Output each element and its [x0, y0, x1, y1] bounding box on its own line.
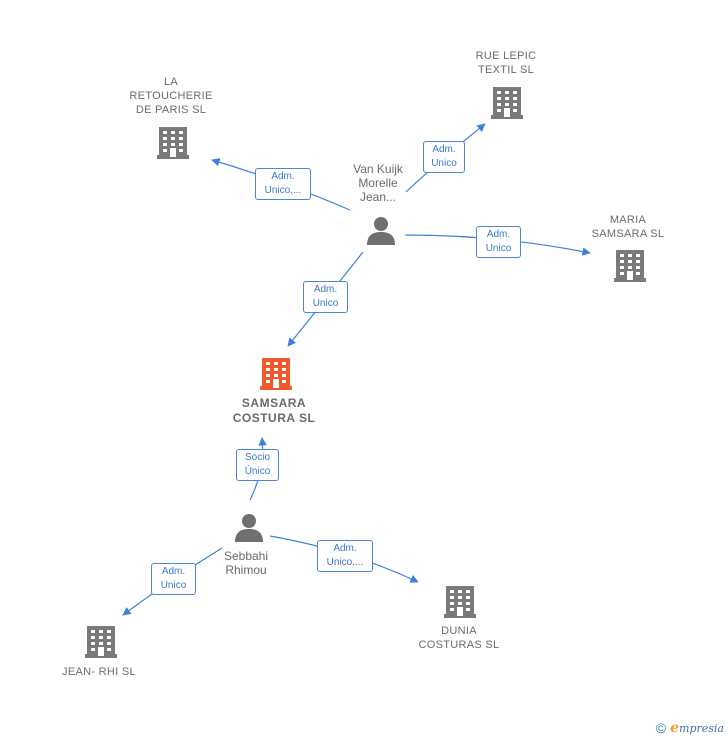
edge-label-vk-maria: Adm. Unico [476, 226, 521, 258]
node-label-la-retoucherie[interactable]: LA RETOUCHERIE DE PARIS SL [129, 76, 213, 116]
building-icon[interactable] [85, 626, 117, 658]
edge-label-seb-samsara: Socio Único [236, 449, 279, 481]
node-label-maria-samsara[interactable]: MARIA SAMSARA SL [591, 214, 665, 240]
brand-logo-initial: e [670, 720, 680, 736]
building-icon[interactable] [614, 250, 646, 282]
node-label-sebbahi[interactable]: Sebbahi Rhimou [223, 549, 269, 577]
building-icon[interactable] [444, 586, 476, 618]
node-label-jean-rhi[interactable]: JEAN- RHI SL [62, 666, 136, 678]
node-label-samsara-costura[interactable]: SAMSARA COSTURA SL [232, 396, 316, 425]
building-icon[interactable] [491, 87, 523, 119]
node-label-dunia[interactable]: DUNIA COSTURAS SL [418, 625, 500, 651]
person-icon[interactable] [235, 514, 263, 542]
node-label-rue-lepic[interactable]: RUE LEPIC TEXTIL SL [475, 50, 537, 76]
person-icon[interactable] [367, 217, 395, 245]
node-label-van-kuijk[interactable]: Van Kuijk Morelle Jean... [353, 162, 403, 204]
building-icon[interactable] [157, 127, 189, 159]
edge-label-vk-rue: Adm. Unico [423, 141, 465, 173]
footer-brand: © empresia [656, 720, 724, 736]
edge-label-seb-jean: Adm. Unico [151, 563, 196, 595]
copyright-icon: © [655, 720, 667, 736]
brand-logo[interactable]: empresia [670, 720, 724, 736]
edge-label-vk-samsara: Adm. Unico [303, 281, 348, 313]
edge-label-seb-dunia: Adm. Unico,... [317, 540, 373, 572]
edge-label-vk-retoucherie: Adm. Unico,... [255, 168, 311, 200]
building-icon-highlighted[interactable] [260, 358, 292, 390]
brand-logo-text: mpresia [679, 722, 724, 735]
